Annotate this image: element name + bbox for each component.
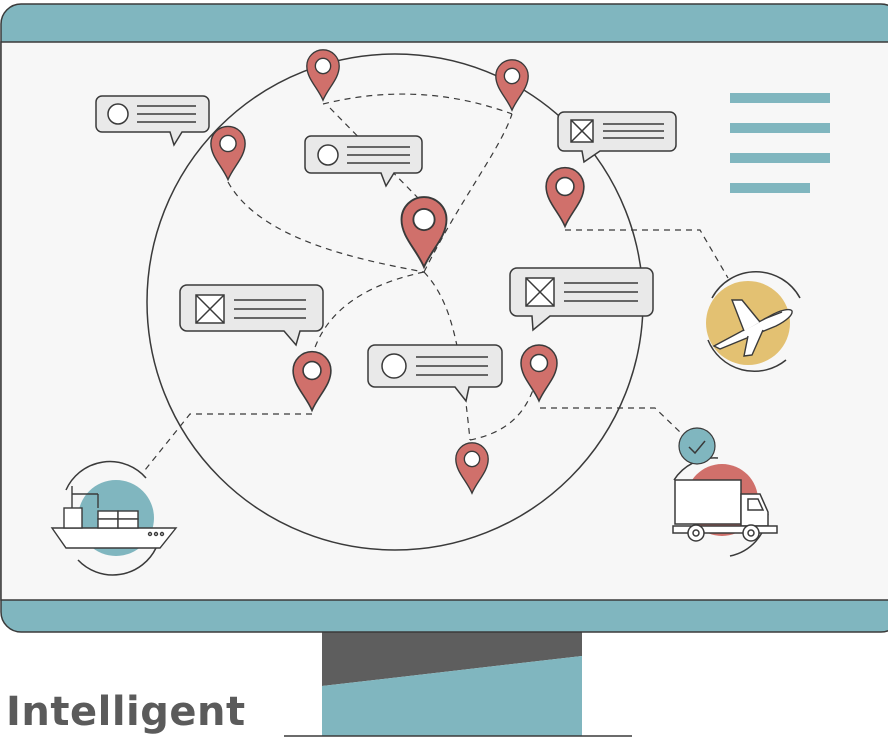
avatar-placeholder-icon (107, 103, 129, 125)
chat-bubble (367, 344, 503, 403)
chat-bubble (179, 284, 324, 347)
image-placeholder-icon (570, 119, 594, 143)
avatar-placeholder-icon (381, 353, 407, 379)
chat-bubble (557, 111, 677, 164)
truck-badge (672, 427, 778, 557)
airplane-icon (712, 299, 793, 357)
chat-bubble (95, 95, 210, 147)
check-icon (678, 427, 716, 465)
delivery-truck-icon (672, 479, 778, 542)
image-placeholder-icon (525, 277, 555, 307)
chat-bubble (304, 135, 423, 188)
caption-heading: Intelligent (6, 689, 246, 735)
cargo-ship-badge (50, 460, 178, 576)
image-placeholder-icon (195, 294, 225, 324)
chat-bubble (509, 267, 654, 332)
route-lines (144, 93, 729, 471)
cargo-ship-icon (50, 486, 178, 549)
airplane-badge (706, 271, 801, 373)
avatar-placeholder-icon (317, 144, 339, 166)
text-lines (730, 93, 830, 193)
monitor-stand (284, 632, 632, 737)
